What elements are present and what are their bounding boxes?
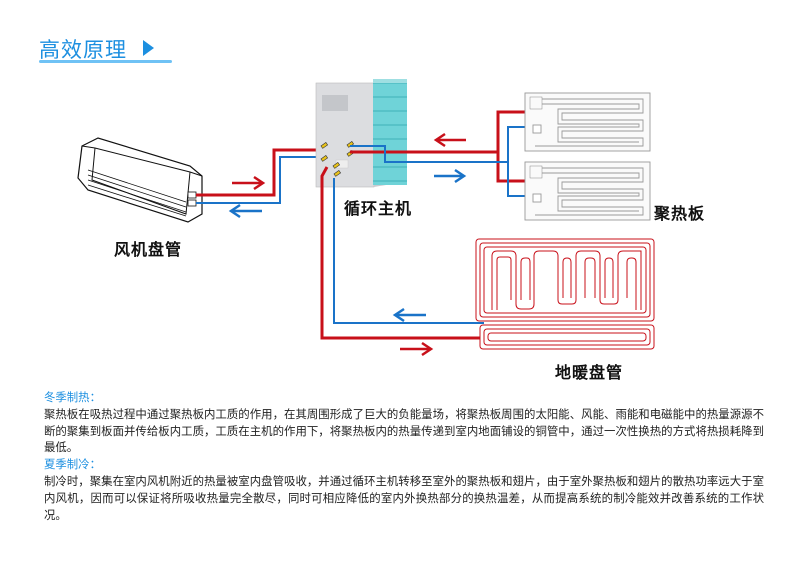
summer-text: 制冷时，聚集在室内风机附近的热量被室内盘管吸收，并通过循环主机转移至室外的聚热板… — [44, 473, 764, 522]
floor-heating-pipes — [320, 166, 484, 340]
flow-arrow-cold-left — [228, 203, 262, 219]
flow-arrow-hot-right-floor — [400, 341, 434, 357]
heat-panel-pipes — [350, 110, 525, 197]
play-triangle-icon — [143, 40, 154, 56]
description: 冬季制热： 聚热板在吸热过程中通过聚热板内工质的作用，在其周围形成了巨大的负能量… — [44, 389, 764, 523]
label-main-unit: 循环主机 — [344, 199, 413, 218]
fan-coil-unit — [77, 137, 203, 223]
system-diagram — [77, 79, 655, 357]
winter-heading: 冬季制热： — [44, 390, 101, 404]
label-fan-coil: 风机盘管 — [114, 240, 183, 259]
heat-panel-top — [524, 92, 651, 152]
page-title: 高效原理 — [39, 38, 127, 62]
flow-arrow-cold-right — [434, 168, 467, 184]
flow-arrow-hot-left — [433, 132, 466, 148]
label-floor-heating: 地暖盘管 — [555, 363, 624, 382]
floor-heating-coil — [475, 238, 655, 350]
flow-arrow-hot-right — [232, 175, 266, 191]
main-unit — [315, 79, 407, 188]
label-heat-panel: 聚热板 — [654, 204, 706, 223]
flow-arrow-cold-left-floor — [392, 307, 426, 323]
title-underline — [39, 60, 172, 63]
heat-panel-bottom — [524, 161, 651, 221]
fan-coil-pipes — [196, 148, 326, 204]
winter-text: 聚热板在吸热过程中通过聚热板内工质的作用，在其周围形成了巨大的负能量场，将聚热板… — [44, 406, 764, 455]
summer-heading: 夏季制冷： — [44, 457, 101, 472]
